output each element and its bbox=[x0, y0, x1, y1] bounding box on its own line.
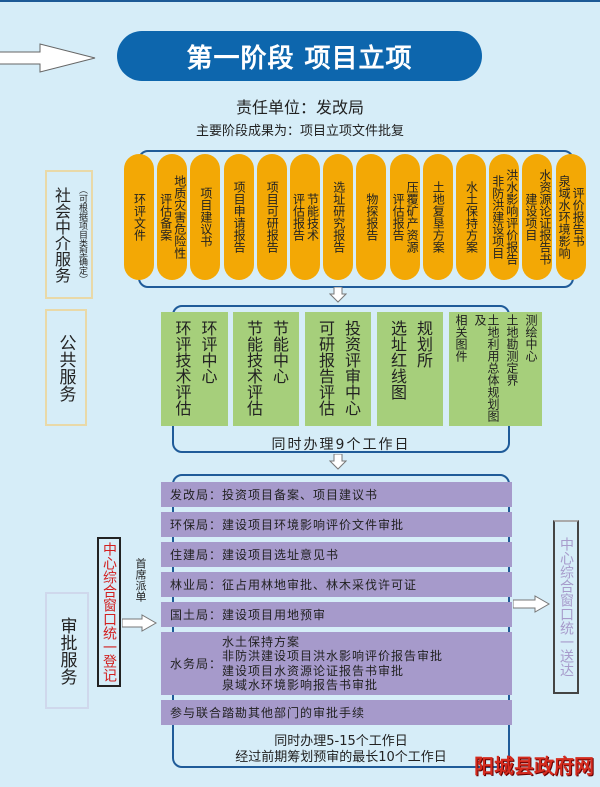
social-item: 压覆矿产资源评估报告 bbox=[389, 154, 420, 280]
register-text: 中心综合窗口统一登记 bbox=[101, 542, 117, 682]
arrow-right-icon bbox=[0, 43, 96, 73]
item-text: 项目可研报告 bbox=[265, 181, 280, 253]
social-note: （可根据项目类型确定） bbox=[77, 185, 87, 284]
joint-row: 参与联合踏勘其他部门的审批手续 bbox=[161, 700, 512, 725]
social-item: 水土保持方案 bbox=[456, 154, 486, 280]
arrow-down-icon bbox=[329, 454, 347, 470]
social-item: 评价报告书泉域水环境影响 bbox=[555, 154, 586, 280]
social-service-label: 社会中介服务 （可根据项目类型确定） bbox=[45, 170, 93, 299]
public-service-label: 公共服务 bbox=[45, 309, 87, 426]
public-duration: 同时办理9个工作日 bbox=[271, 437, 411, 453]
item-text: 评价报告书 bbox=[571, 187, 586, 247]
dispatch-label: 首席派单 bbox=[134, 558, 147, 602]
deliver-box: 中心综合窗口统一送达 bbox=[553, 520, 579, 694]
stage-title: 第一阶段 项目立项 bbox=[117, 31, 482, 81]
item-text: 选址研究报告 bbox=[331, 181, 346, 253]
public-label-text: 公共服务 bbox=[55, 333, 76, 402]
water-item: 水土保持方案 bbox=[222, 634, 301, 649]
item-text: 相关图件 bbox=[454, 314, 468, 362]
item-text: 非防洪建设项目 bbox=[490, 175, 505, 259]
social-item: 节能技术评估报告 bbox=[290, 154, 320, 280]
register-box: 中心综合窗口统一登记 bbox=[97, 537, 121, 687]
item-text: 测绘中心 bbox=[524, 314, 538, 362]
approval-item: 发改局：投资项目备案、项目建议书 bbox=[161, 482, 512, 507]
approval-service-label: 审批服务 bbox=[45, 592, 89, 709]
item-text: 节能中心 bbox=[270, 320, 289, 384]
approval-duration-2: 经过前期筹划预审的最长10个工作日 bbox=[235, 750, 447, 765]
social-item: 选址研究报告 bbox=[323, 154, 354, 280]
item-text: 水土保持方案 bbox=[464, 181, 479, 253]
item-text: 节能技术评估 bbox=[244, 320, 263, 416]
item-text: 选址红线图 bbox=[388, 320, 407, 400]
item-text: 建设项目 bbox=[523, 193, 538, 241]
item-text: 水资源论证报告书 bbox=[537, 169, 552, 265]
item-text: 洪水影响评价报告 bbox=[504, 169, 519, 265]
public-item: 测绘中心土地勘测定界土地利用总体规划图及相关图件 bbox=[449, 312, 542, 426]
public-item: 规划所选址红线图 bbox=[377, 312, 443, 426]
social-item: 洪水影响评价报告非防洪建设项目 bbox=[489, 154, 520, 280]
public-item: 节能中心节能技术评估 bbox=[233, 312, 299, 426]
item-text: 节能技术 bbox=[305, 193, 320, 241]
approval-item: 环保局：建设项目环境影响评价文件审批 bbox=[161, 512, 512, 537]
item-text: 土地利用总体规划图及 bbox=[473, 314, 500, 422]
responsible-unit: 责任单位：发改局 bbox=[235, 98, 364, 117]
water-items: 水土保持方案非防洪建设项目洪水影响评价报告审批建设项目水资源论证报告书审批泉域水… bbox=[222, 635, 443, 693]
social-item: 项目可研报告 bbox=[256, 154, 287, 280]
item-text: 物探报告 bbox=[364, 193, 379, 241]
approval-label-text: 审批服务 bbox=[56, 616, 77, 685]
social-item: 环评文件 bbox=[124, 154, 154, 280]
social-item: 项目申请报告 bbox=[223, 154, 254, 280]
approval-item: 住建局：建设项目选址意见书 bbox=[161, 542, 512, 567]
water-dept: 水务局： bbox=[170, 657, 223, 671]
public-item: 环评中心环评技术评估 bbox=[161, 312, 228, 426]
item-text: 环评中心 bbox=[198, 320, 218, 384]
water-item: 非防洪建设项目洪水影响评价报告审批 bbox=[222, 649, 444, 663]
item-text: 环评技术评估 bbox=[172, 320, 192, 416]
approval-item: 林业局：征占用林地审批、林木采伐许可证 bbox=[161, 572, 512, 597]
item-text: 项目建议书 bbox=[198, 187, 213, 247]
social-item: 物探报告 bbox=[356, 154, 387, 280]
item-text: 泉域水环境影响 bbox=[557, 175, 572, 259]
item-text: 评估备案 bbox=[158, 193, 173, 241]
item-text: 土地复垦方案 bbox=[431, 181, 446, 253]
item-text: 规划所 bbox=[414, 320, 433, 368]
item-text: 可研报告评估 bbox=[316, 320, 335, 416]
water-item: 建设项目水资源论证报告书审批 bbox=[222, 663, 405, 678]
water-bureau-row: 水务局： 水土保持方案非防洪建设项目洪水影响评价报告审批建设项目水资源论证报告书… bbox=[161, 632, 512, 695]
water-item: 泉域水环境影响报告书审批 bbox=[222, 678, 379, 692]
watermark: 阳城县政府网 bbox=[474, 754, 594, 778]
social-label-text: 社会中介服务 bbox=[52, 186, 71, 283]
social-item: 项目建议书 bbox=[190, 154, 221, 280]
deliver-text: 中心综合窗口统一送达 bbox=[558, 537, 574, 677]
item-text: 投资评审中心 bbox=[342, 320, 361, 416]
approval-item: 国土局：建设项目用地预审 bbox=[161, 602, 512, 627]
item-text: 土地勘测定界 bbox=[505, 314, 519, 386]
item-text: 评估报告 bbox=[291, 193, 306, 241]
stage-result: 主要阶段成果为：项目立项文件批复 bbox=[195, 124, 404, 139]
social-item: 水资源论证报告书建设项目 bbox=[522, 154, 553, 280]
item-text: 地质灾害危险性 bbox=[172, 175, 187, 259]
item-text: 压覆矿产资源 bbox=[405, 181, 420, 253]
arrow-right-icon bbox=[122, 614, 158, 632]
approval-duration-1: 同时办理5-15个工作日 bbox=[274, 734, 408, 749]
arrow-right-icon bbox=[513, 595, 551, 613]
social-item: 土地复垦方案 bbox=[422, 154, 453, 280]
item-text: 项目申请报告 bbox=[232, 181, 247, 253]
arrow-down-icon bbox=[329, 287, 347, 303]
public-item: 投资评审中心可研报告评估 bbox=[305, 312, 371, 426]
item-text: 评估报告 bbox=[391, 193, 406, 241]
social-item: 地质灾害危险性评估备案 bbox=[157, 154, 188, 280]
item-text: 环评文件 bbox=[132, 193, 147, 241]
